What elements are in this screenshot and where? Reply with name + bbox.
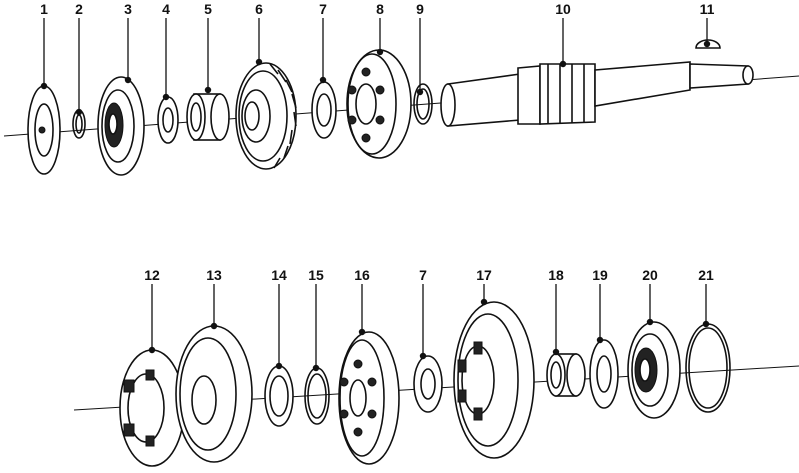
part-14-splined-washer (264, 365, 294, 427)
leader-dot-washer-lower (596, 336, 604, 344)
leader-dot-splined-washer (275, 362, 283, 370)
part-3-ball-bearing (97, 76, 145, 176)
leader-dot-snap-ring (312, 364, 320, 372)
part-label-washer-lower: 19 (592, 267, 608, 283)
leader-dot-circlip-small (75, 108, 83, 116)
leader-dot-spacer-washer (319, 76, 327, 84)
part-6-helical-gear (235, 62, 297, 170)
part-5-bushing (186, 93, 230, 141)
leader-dot-main-shaft (559, 60, 567, 68)
part-label-circlip-small: 2 (75, 1, 83, 17)
part-13-spur-gear (175, 325, 253, 463)
part-label-spur-gear: 13 (206, 267, 222, 283)
leader-dot-bushing-sleeve (204, 86, 212, 94)
part-label-retaining-ring: 9 (416, 1, 424, 17)
leader-dot-thrust-washer (162, 93, 170, 101)
part-label-large-gear: 17 (476, 267, 492, 283)
leader-dot-ball-bearing-lower (646, 318, 654, 326)
part-17-large-gear (453, 301, 535, 459)
part-20-ball-bearing-lower (627, 321, 681, 419)
part-8-sliding-dog-gear (346, 49, 412, 159)
part-label-main-shaft: 10 (555, 1, 571, 17)
leader-dot-gear-with-dogs (148, 346, 156, 354)
part-label-snap-ring: 15 (308, 267, 324, 283)
leader-dot-sliding-dog-gear (376, 48, 384, 56)
part-1-end-cover (27, 85, 61, 175)
part-label-sliding-dog-gear-lower: 16 (354, 267, 370, 283)
part-label-ball-bearing-lower: 20 (642, 267, 658, 283)
part-9-retaining-ring (413, 83, 433, 125)
leader-dot-retaining-ring (416, 88, 424, 96)
part-label-woodruff-key: 11 (700, 1, 715, 17)
leader-dot-end-cover-disc (40, 82, 48, 90)
leader-dot-bushing-lower (552, 348, 560, 356)
leader-dot-helical-gear (255, 58, 263, 66)
part-label-shim-ring: 21 (698, 267, 714, 283)
part-label-gear-with-dogs: 12 (144, 267, 160, 283)
part-label-thrust-washer: 4 (162, 1, 170, 17)
part-label-spacer-washer-lower: 7 (419, 267, 427, 283)
leader-dot-shim-ring (702, 320, 710, 328)
part-4-thrust-washer (157, 96, 179, 144)
part-12-gear-with-dogs (119, 349, 185, 467)
leader-dot-spacer-washer-lower (419, 352, 427, 360)
leader-dot-sliding-dog-gear-lower (358, 328, 366, 336)
part-16-sliding-dog-gear-lower (338, 331, 400, 465)
part-18-bushing-lower (546, 353, 586, 397)
part-7-spacer-washer-lower (413, 355, 443, 413)
part-label-sliding-dog-gear: 8 (376, 1, 384, 17)
part-10-main-shaft (440, 61, 754, 127)
leader-dot-spur-gear (210, 322, 218, 330)
part-label-splined-washer: 14 (271, 267, 287, 283)
part-7-spacer-washer (311, 81, 337, 139)
part-label-ball-bearing: 3 (124, 1, 132, 17)
part-label-spacer-washer: 7 (319, 1, 327, 17)
leader-dot-woodruff-key (703, 40, 711, 48)
leader-dot-ball-bearing (124, 76, 132, 84)
part-label-bushing-lower: 18 (548, 267, 564, 283)
leader-dot-large-gear (480, 298, 488, 306)
part-15-snap-ring (304, 367, 330, 425)
part-19-washer-lower (589, 339, 619, 409)
part-21-shim-ring (685, 323, 731, 413)
part-label-helical-gear: 6 (255, 1, 263, 17)
part-label-end-cover-disc: 1 (40, 1, 48, 17)
part-label-bushing-sleeve: 5 (204, 1, 212, 17)
